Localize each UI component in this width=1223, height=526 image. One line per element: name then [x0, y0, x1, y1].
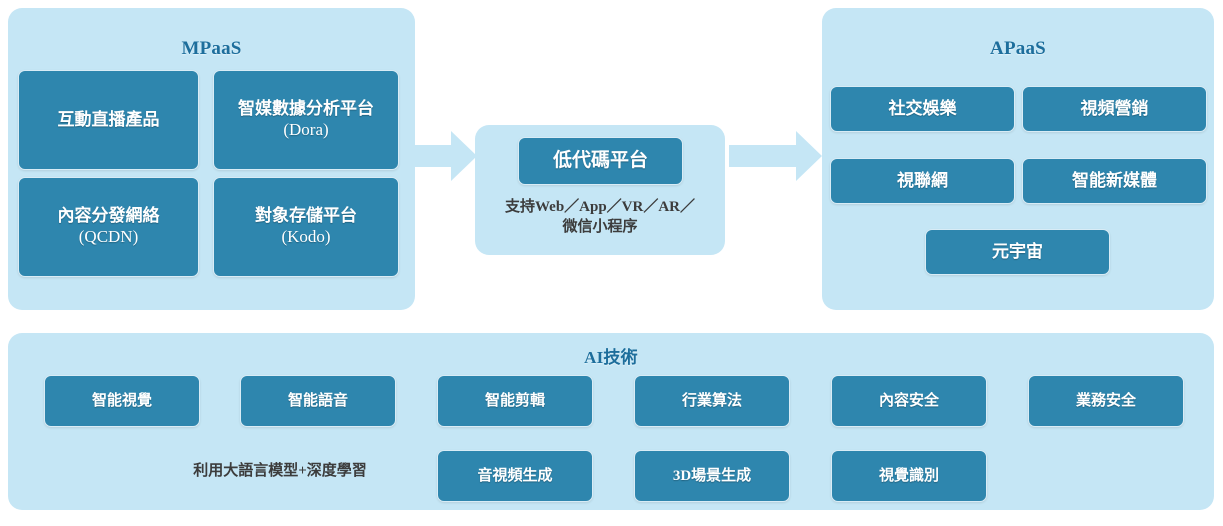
- lowcode-tile[interactable]: 低代碼平台: [518, 137, 683, 185]
- arrow-lowcode-to-apaas: [729, 131, 822, 181]
- mpaas-tile-sublabel: (Dora): [283, 120, 329, 139]
- ai-tile-smart-editing[interactable]: 智能剪輯: [437, 375, 593, 427]
- apaas-tile-social-entertainment[interactable]: 社交娛樂: [830, 86, 1015, 132]
- ai-tile-business-security[interactable]: 業務安全: [1028, 375, 1184, 427]
- ai-tile-label: 行業算法: [681, 392, 742, 409]
- ai-tile-3d-scene-generation[interactable]: 3D場景生成: [634, 450, 790, 502]
- mpaas-tile-sublabel: (QCDN): [78, 227, 139, 246]
- lowcode-caption-line1: 支持Web／App／VR／AR／: [504, 199, 696, 215]
- ai-tile-content-security[interactable]: 內容安全: [831, 375, 987, 427]
- mpaas-tile-interactive-live[interactable]: 互動直播產品: [18, 70, 199, 170]
- mpaas-title: MPaaS: [181, 38, 242, 59]
- apaas-tile-label: 社交娛樂: [888, 98, 957, 118]
- ai-panel: AI技術: [8, 333, 1214, 510]
- mpaas-tile-label: 智媒數據分析平台: [238, 99, 374, 119]
- mpaas-tile-qcdn[interactable]: 內容分發網絡 (QCDN): [18, 177, 199, 277]
- ai-row2-caption: 利用大語言模型+深度學習: [120, 462, 440, 482]
- lowcode-tile-label: 低代碼平台: [552, 150, 648, 172]
- mpaas-tile-label: 互動直播產品: [57, 109, 160, 129]
- apaas-tile-smart-new-media[interactable]: 智能新媒體: [1022, 158, 1207, 204]
- arrow-mpaas-to-lowcode: [413, 131, 477, 181]
- ai-title: AI技術: [584, 348, 638, 367]
- mpaas-tile-label: 內容分發網絡: [57, 206, 160, 226]
- apaas-tile-video-internet[interactable]: 視聯網: [830, 158, 1015, 204]
- mpaas-tile-label: 對象存儲平台: [255, 206, 357, 226]
- ai-tile-label: 智能剪輯: [484, 392, 545, 409]
- mpaas-tile-sublabel: (Kodo): [281, 227, 331, 246]
- ai-tile-label: 視覺識別: [878, 467, 939, 484]
- ai-tile-label: 智能視覺: [91, 392, 152, 409]
- ai-tile-industry-algorithm[interactable]: 行業算法: [634, 375, 790, 427]
- ai-tile-label: 3D場景生成: [672, 467, 752, 484]
- apaas-tile-label: 智能新媒體: [1072, 170, 1157, 190]
- mpaas-tile-dora[interactable]: 智媒數據分析平台 (Dora): [213, 70, 399, 170]
- apaas-tile-label: 元宇宙: [992, 241, 1043, 261]
- mpaas-tile-kodo[interactable]: 對象存儲平台 (Kodo): [213, 177, 399, 277]
- ai-tile-smart-voice[interactable]: 智能語音: [240, 375, 396, 427]
- lowcode-caption-line2: 微信小程序: [562, 218, 638, 235]
- lowcode-caption: 支持Web／App／VR／AR／ 微信小程序: [477, 198, 723, 238]
- apaas-tile-video-marketing[interactable]: 視頻營銷: [1022, 86, 1207, 132]
- ai-tile-av-generation[interactable]: 音視頻生成: [437, 450, 593, 502]
- ai-tile-label: 業務安全: [1075, 392, 1136, 409]
- ai-row2-caption-text: 利用大語言模型+深度學習: [193, 463, 367, 479]
- apaas-tile-label: 視聯網: [897, 170, 948, 190]
- apaas-tile-label: 視頻營銷: [1080, 98, 1149, 118]
- ai-tile-visual-recognition[interactable]: 視覺識別: [831, 450, 987, 502]
- ai-tile-label: 音視頻生成: [477, 467, 553, 484]
- ai-tile-label: 智能語音: [287, 392, 348, 409]
- apaas-tile-metaverse[interactable]: 元宇宙: [925, 229, 1110, 275]
- apaas-title: APaaS: [990, 38, 1046, 59]
- ai-tile-label: 內容安全: [878, 392, 939, 409]
- ai-tile-smart-vision[interactable]: 智能視覺: [44, 375, 200, 427]
